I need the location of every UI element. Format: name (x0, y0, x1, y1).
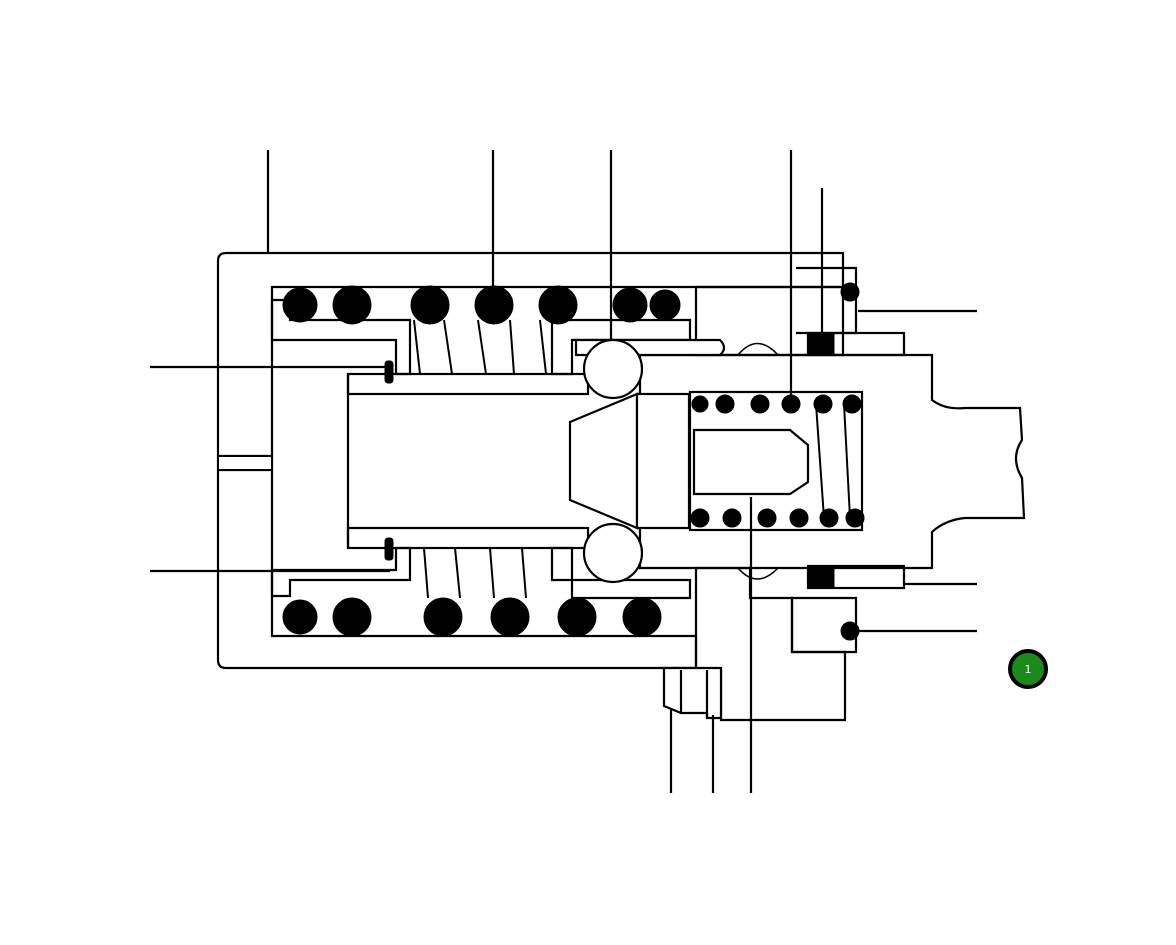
inner-spring (690, 394, 865, 528)
end-cap-housing (662, 566, 847, 722)
outer-spring (282, 285, 681, 637)
detent-balls (582, 338, 644, 584)
cone-plunger (568, 392, 691, 530)
seals (384, 282, 860, 641)
outer-housing (216, 251, 845, 670)
retainer-ring (790, 266, 906, 654)
plunger-tube (346, 372, 590, 550)
step-marker-label: 1 (1024, 662, 1032, 676)
step-marker-badge[interactable]: 1 (1008, 649, 1048, 689)
leader-lines (150, 150, 977, 793)
